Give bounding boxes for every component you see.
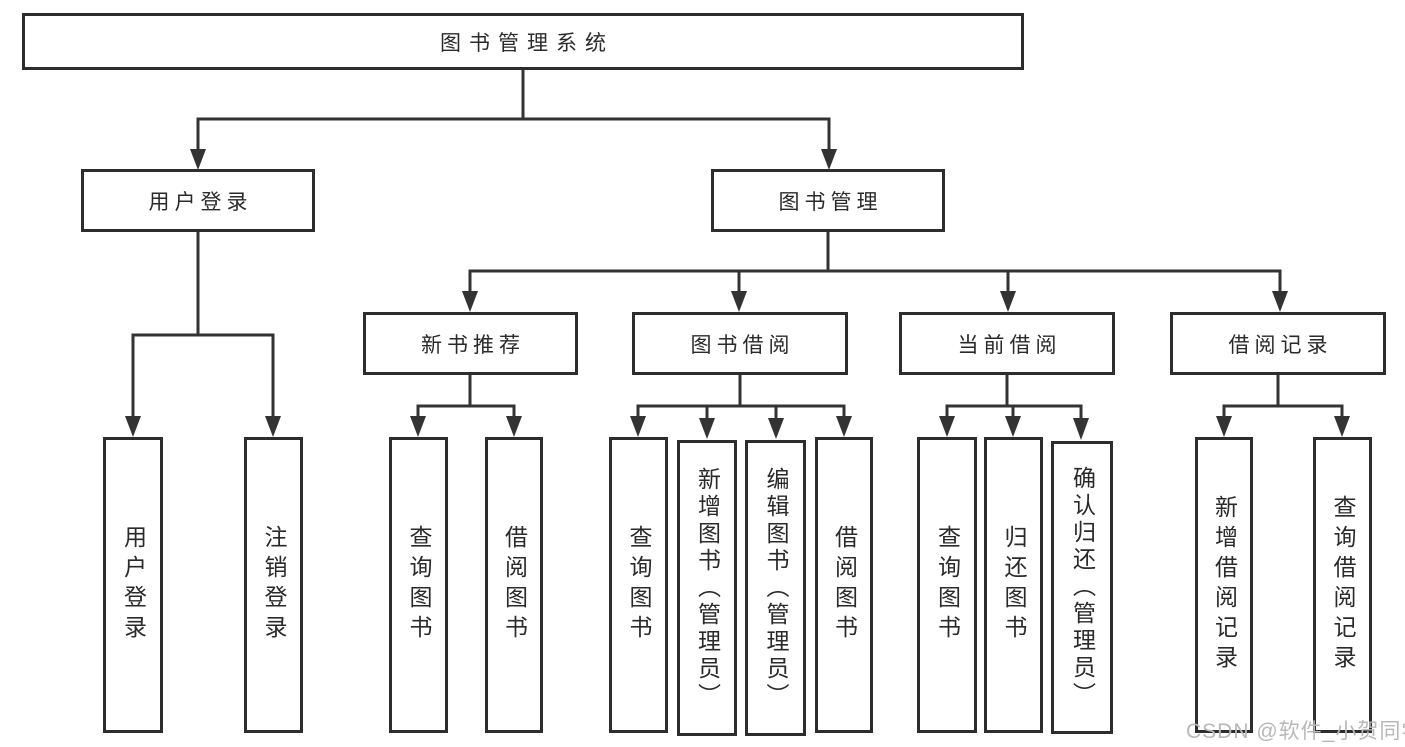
leaf-return-books: 归还图书 <box>984 437 1043 733</box>
arrow-down-icon <box>699 418 715 439</box>
arrow-down-icon <box>1073 418 1089 440</box>
arrow-down-icon <box>630 416 646 437</box>
arrow-down-icon <box>125 416 141 437</box>
arrow-down-icon <box>939 416 955 437</box>
leaf-borrow-books-recommend: 借阅图书 <box>485 437 543 733</box>
arrow-down-icon <box>506 416 522 437</box>
leaf-confirm-return-admin: 确认归还（管理员） <box>1051 441 1113 734</box>
csdn-watermark: CSDN @软件_小贺同学 <box>1186 720 1405 743</box>
arrow-down-icon <box>821 149 837 170</box>
leaf-logout-login: 注销登录 <box>244 437 303 733</box>
node-borrowing-records: 借阅记录 <box>1170 312 1386 375</box>
leaf-edit-books-admin: 编辑图书（管理员） <box>745 440 806 736</box>
arrow-down-icon <box>410 416 426 437</box>
node-book-borrowing: 图书借阅 <box>632 312 848 375</box>
arrow-down-icon <box>1216 416 1232 437</box>
arrow-down-icon <box>836 416 852 437</box>
arrow-down-icon <box>190 149 206 170</box>
leaf-query-books-current: 查询图书 <box>917 437 977 733</box>
arrow-down-icon <box>731 291 747 312</box>
node-root-system: 图书管理系统 <box>22 13 1024 70</box>
leaf-borrow-books-borrowing: 借阅图书 <box>815 437 873 733</box>
arrow-down-icon <box>462 291 478 312</box>
arrow-down-icon <box>1272 291 1288 312</box>
leaf-user-login: 用户登录 <box>103 437 163 733</box>
leaf-query-borrow-record: 查询借阅记录 <box>1313 437 1372 733</box>
leaf-add-books-admin: 新增图书（管理员） <box>677 440 737 736</box>
leaf-query-books-recommend: 查询图书 <box>389 437 448 733</box>
leaf-add-borrow-record: 新增借阅记录 <box>1195 437 1253 733</box>
node-current-borrowing: 当前借阅 <box>899 312 1115 375</box>
leaf-query-books-borrowing: 查询图书 <box>609 437 668 733</box>
arrow-down-icon <box>768 418 784 439</box>
arrow-down-icon <box>265 416 281 437</box>
node-user-login: 用户登录 <box>81 169 315 232</box>
node-new-book-recommend: 新书推荐 <box>363 312 578 375</box>
arrow-down-icon <box>1334 416 1350 437</box>
arrow-down-icon <box>1000 291 1016 312</box>
arrow-down-icon <box>1005 416 1021 437</box>
node-book-management: 图书管理 <box>711 169 945 232</box>
